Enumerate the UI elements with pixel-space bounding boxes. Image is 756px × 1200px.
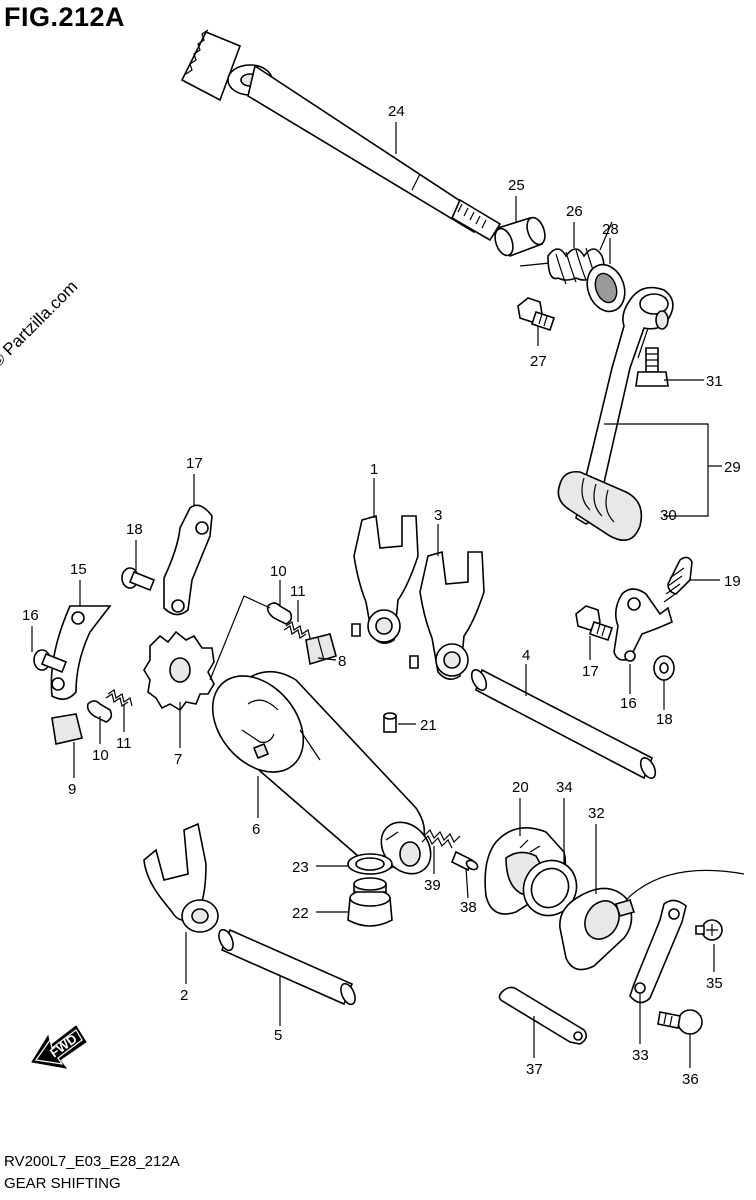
callout-38: 38	[460, 899, 477, 916]
callout-13: 16	[22, 607, 39, 624]
callout-18: 18	[656, 711, 673, 728]
part-gear-shift-arm-bolt[interactable]	[517, 297, 556, 332]
part-shift-cam[interactable]	[194, 658, 441, 883]
part-neutral-pin[interactable]	[450, 850, 479, 872]
callout-34: 34	[556, 779, 573, 796]
callout-25: 25	[508, 177, 525, 194]
callout-24: 24	[388, 103, 405, 120]
figure-title: FIG.212A	[4, 2, 126, 32]
part-bracket-bolt-36[interactable]	[657, 1009, 703, 1035]
part-wire-clamp[interactable]	[498, 986, 588, 1045]
part-pawl-lifter-plate[interactable]	[50, 605, 112, 700]
part-stopper-bolt[interactable]	[575, 605, 614, 642]
part-shift-pedal-bolt[interactable]	[635, 347, 669, 387]
callout-8: 8	[338, 653, 346, 670]
callout-20: 20	[512, 779, 529, 796]
callout-21: 21	[420, 717, 437, 734]
callout-4: 4	[522, 647, 530, 664]
part-bracket-screw-35[interactable]	[695, 919, 723, 941]
callout-36: 36	[682, 1071, 699, 1088]
callout-6: 6	[252, 821, 260, 838]
callout-9: 9	[68, 781, 76, 798]
callout-7: 7	[174, 751, 182, 768]
callout-labels: 24 25 26 28 27 31 29 30 1 3 4 17 18 15 1…	[22, 103, 741, 1088]
callout-10-upper: 10	[270, 563, 287, 580]
part-fork-shaft-lower[interactable]	[216, 928, 358, 1007]
callout-11-upper: 11	[290, 583, 306, 600]
part-neutral-pin-spring[interactable]	[421, 828, 461, 849]
part-cam-driven-gear[interactable]	[143, 630, 215, 712]
callout-23: 23	[292, 859, 309, 876]
callout-30: 30	[660, 507, 677, 524]
part-pawl-lifter[interactable]	[305, 633, 337, 666]
callout-12: 15	[70, 561, 87, 578]
callout-10-lower: 10	[92, 747, 109, 764]
part-pawl-lifter-lower[interactable]	[51, 713, 83, 745]
figure-caption: GEAR SHIFTING	[4, 1175, 121, 1192]
part-cam-stopper[interactable]	[613, 588, 673, 662]
callout-16: 16	[620, 695, 637, 712]
part-gear-shift-arm[interactable]	[575, 286, 674, 525]
part-pawl-spring-lower[interactable]	[105, 689, 133, 707]
callout-32: 32	[588, 805, 605, 822]
part-shift-pedal-rubber[interactable]	[557, 470, 643, 542]
part-pawl-upper[interactable]	[266, 602, 293, 625]
callout-28: 28	[602, 221, 619, 238]
part-stopper-plate-screw-15[interactable]	[121, 567, 156, 592]
part-fork-shaft-upper[interactable]	[469, 667, 659, 780]
part-gearshift-fork-1[interactable]	[351, 514, 419, 644]
part-stopper-washer[interactable]	[653, 655, 675, 681]
callout-11-lower: 11	[116, 735, 132, 752]
figure-code: RV200L7_E03_E28_212A	[4, 1153, 180, 1170]
callout-1: 1	[370, 461, 378, 478]
callout-3: 3	[434, 507, 442, 524]
callout-27: 27	[530, 353, 547, 370]
callout-26: 26	[566, 203, 583, 220]
callout-33: 33	[632, 1047, 649, 1064]
part-neutral-switch[interactable]	[559, 869, 745, 971]
part-cam-stopper-plate[interactable]	[163, 504, 213, 616]
part-shift-shaft-bushing[interactable]	[492, 215, 549, 258]
callout-15: 18	[126, 521, 143, 538]
part-pawl-lower[interactable]	[86, 700, 113, 723]
callout-14: 17	[186, 455, 203, 472]
callout-39: 39	[424, 877, 441, 894]
fwd-arrow-icon: FWD	[31, 1025, 87, 1069]
part-stopper-spring[interactable]	[663, 556, 693, 603]
callout-19: 19	[724, 573, 741, 590]
part-switch-bracket[interactable]	[629, 899, 687, 1004]
part-pawl-spring-upper[interactable]	[283, 621, 311, 639]
callout-37: 37	[526, 1061, 543, 1078]
part-gearshift-fork-3[interactable]	[409, 550, 485, 680]
part-pawl-plate-screw[interactable]	[33, 649, 68, 674]
part-gasket[interactable]	[347, 853, 393, 875]
leader-lines	[31, 122, 722, 1068]
callout-22: 22	[292, 905, 309, 922]
part-cam-pin[interactable]	[383, 712, 397, 733]
callout-29: 29	[724, 459, 741, 476]
callout-35: 35	[706, 975, 723, 992]
callout-5: 5	[274, 1027, 282, 1044]
callout-17: 17	[582, 663, 599, 680]
part-cam-stopper-housing-plug[interactable]	[347, 877, 393, 927]
part-shift-shaft[interactable]	[180, 29, 502, 242]
part-oil-seal[interactable]	[581, 259, 631, 316]
callout-2: 2	[180, 987, 188, 1004]
callout-31: 31	[706, 373, 723, 390]
part-gearshift-fork-2[interactable]	[143, 822, 219, 933]
part-o-ring[interactable]	[513, 851, 586, 925]
